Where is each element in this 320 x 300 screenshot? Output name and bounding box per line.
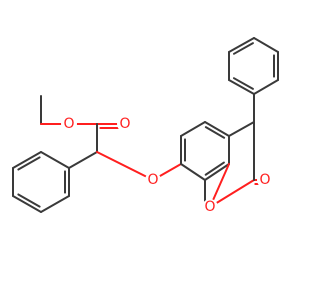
bond-o4-c6 xyxy=(209,179,255,208)
bond-double-d6-d1 xyxy=(232,77,254,90)
atom-label-o4: O xyxy=(204,199,215,215)
atom-label-o2: O xyxy=(119,116,130,132)
bond-d2-d3 xyxy=(228,37,255,53)
bond-p6-p1 xyxy=(40,151,70,169)
structure-canvas: O O O O O xyxy=(12,37,279,215)
bond-double-p3-p4 xyxy=(17,193,41,208)
bond-c4-o3 xyxy=(96,151,154,181)
bond-layer xyxy=(12,37,279,213)
bond-a6-a1 xyxy=(180,163,206,181)
bond-double-d2-d3 xyxy=(232,42,254,55)
molecule-diagram: O O O O O xyxy=(12,37,279,215)
atom-o-lactone-ring: O xyxy=(202,199,218,215)
bond-a3-a4 xyxy=(204,121,230,137)
atom-label-o5: O xyxy=(259,172,270,188)
atom-label-layer: O O O O O xyxy=(61,116,273,215)
bond-double-p5-p6 xyxy=(17,156,41,171)
atom-o-ester-ether: O xyxy=(61,116,77,132)
bond-a5-a6 xyxy=(204,163,230,181)
bond-double-a5-a6 xyxy=(204,161,225,176)
bond-double-a3-a4 xyxy=(204,126,226,139)
atom-o-aryl-ether: O xyxy=(145,172,161,188)
atom-o-lactone-carbonyl: O xyxy=(257,172,273,188)
bond-d6-d1 xyxy=(228,79,255,95)
bond-p2-p3 xyxy=(40,195,70,213)
atom-label-o3: O xyxy=(147,172,158,188)
bond-d3-d4 xyxy=(253,37,279,53)
atom-label-o1: O xyxy=(63,116,74,132)
bond-p3-p4 xyxy=(12,195,42,213)
atom-o-carbonyl-ester: O xyxy=(117,116,133,132)
bond-a4-b1 xyxy=(228,121,255,137)
bond-d5-d6 xyxy=(253,79,279,95)
bond-p5-p6 xyxy=(12,151,42,169)
bond-a2-a3 xyxy=(180,121,206,137)
bond-c4-p1 xyxy=(68,151,98,169)
